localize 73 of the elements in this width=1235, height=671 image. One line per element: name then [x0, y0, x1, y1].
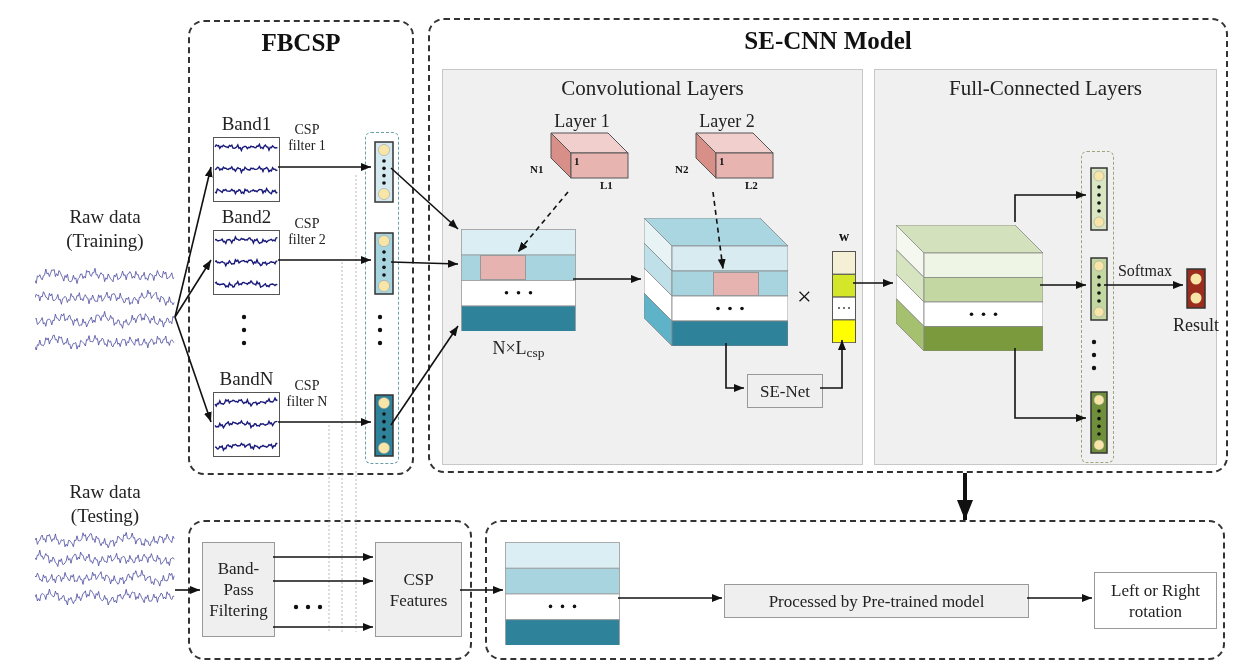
dashed-vector-group	[365, 132, 399, 464]
arrow	[1026, 594, 1093, 602]
dashed-group-box	[188, 520, 472, 660]
matrix-size-label: N×L$_{csp}$	[491, 337, 546, 359]
dashed-vector-group	[1081, 151, 1114, 463]
feature-vector	[374, 141, 394, 203]
feature-vector	[374, 394, 394, 457]
node-label: Raw data (Testing)	[68, 480, 142, 528]
layer-panel	[874, 69, 1217, 465]
edge-label: CSP filter 2	[287, 216, 327, 248]
arrow	[390, 325, 459, 426]
arrow	[174, 259, 212, 318]
feature-vector	[1090, 391, 1108, 454]
arrow	[819, 339, 846, 389]
panel-title: Convolutional Layers	[560, 75, 745, 101]
arrow	[459, 586, 504, 594]
arrow	[272, 577, 374, 585]
layer-panel	[442, 69, 863, 465]
process-box: Left or Right rotation	[1094, 572, 1217, 629]
arrow	[1014, 347, 1087, 422]
arrow	[617, 594, 723, 602]
kernel-region	[480, 255, 526, 280]
band-label: Band1	[220, 113, 273, 135]
dashed-group-box	[428, 18, 1228, 473]
kernel-dimension-label: L2	[745, 179, 758, 192]
arrow	[174, 166, 213, 318]
arrow	[272, 623, 374, 631]
arrow	[572, 275, 642, 283]
process-box: Band-Pass Filtering	[202, 542, 275, 637]
dashed-group-box	[188, 20, 414, 475]
kernel-dimension-label: 1	[574, 155, 580, 168]
kernel-region	[713, 272, 759, 296]
arrow	[390, 167, 459, 230]
arrow	[390, 259, 459, 268]
multiply-sign: ×	[797, 283, 812, 311]
layer-label: Layer 1	[553, 111, 611, 131]
kernel-dimension-label: L1	[600, 179, 613, 192]
edge-label: Softmax	[1116, 262, 1174, 280]
arrow	[277, 256, 372, 264]
feature-vector	[1090, 257, 1108, 321]
arrow	[852, 279, 894, 287]
dashed-group-box	[485, 520, 1225, 660]
arrow	[1014, 191, 1087, 223]
kernel-dimension-label: N2	[675, 163, 689, 176]
kernel-dimension-label: N1	[530, 163, 544, 176]
feature-vector	[374, 232, 394, 295]
group-title: SE-CNN Model	[743, 26, 913, 56]
arrow	[277, 163, 372, 171]
thick-arrow	[957, 473, 973, 520]
result-label: Result	[1172, 314, 1220, 336]
band-label: BandN	[218, 368, 275, 390]
node-label: Raw data (Training)	[65, 205, 145, 253]
edge-label: CSP filter 1	[287, 122, 327, 154]
process-box: Processed by Pre-trained model	[724, 584, 1029, 618]
arrow	[1039, 281, 1087, 289]
arrow	[1103, 281, 1184, 289]
panel-title: Full-Connected Layers	[948, 75, 1143, 101]
feature-vector	[1090, 167, 1108, 231]
group-title: FBCSP	[260, 28, 342, 58]
dashed-arrow	[712, 191, 726, 270]
process-box: CSP Features	[375, 542, 462, 637]
arrow	[174, 586, 201, 594]
weight-label: w	[837, 229, 851, 245]
dashed-arrow	[517, 191, 569, 253]
edge-label: CSP filter N	[285, 378, 329, 410]
layer-label: Layer 2	[698, 111, 756, 131]
arrow	[174, 316, 212, 423]
arrow	[272, 553, 374, 561]
arrow	[277, 418, 372, 426]
arrow	[725, 342, 745, 392]
process-box: SE-Net	[747, 374, 823, 408]
band-label: Band2	[220, 206, 273, 228]
kernel-dimension-label: 1	[719, 155, 725, 168]
